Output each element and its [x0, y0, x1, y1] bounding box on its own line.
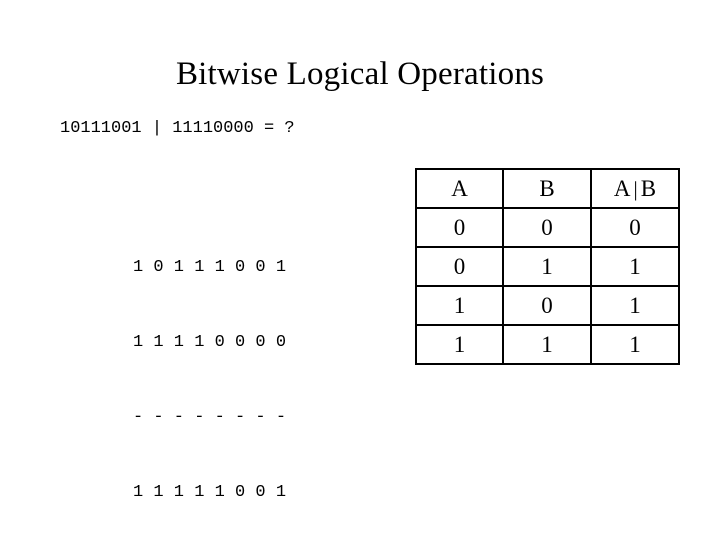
cell-b: 0	[502, 207, 592, 248]
table-header-a: A	[415, 168, 504, 209]
table-header-b: B	[502, 168, 592, 209]
binary-separator-rule: - - - - - - - -	[133, 408, 287, 427]
cell-result: 0	[590, 207, 680, 248]
cell-a: 1	[415, 324, 504, 365]
bitwise-expression: 10111001 | 11110000 = ?	[60, 119, 295, 138]
cell-a: 0	[415, 246, 504, 287]
table-row: 0 0 0	[415, 207, 680, 248]
pipe-icon: |	[633, 176, 638, 201]
cell-result: 1	[590, 246, 680, 287]
binary-operand-2: 1 1 1 1 0 0 0 0	[133, 333, 287, 352]
table-header-row: A B A|B	[415, 168, 680, 209]
table-row: 1 0 1	[415, 285, 680, 326]
truth-table: A B A|B 0 0 0 0 1 1 1 0 1 1 1	[415, 168, 680, 365]
table-header-a-or-b: A|B	[590, 168, 680, 209]
table-header-a-or-b-left: A	[613, 175, 631, 201]
cell-a: 0	[415, 207, 504, 248]
slide-canvas: Bitwise Logical Operations 10111001 | 11…	[60, 56, 680, 502]
cell-b: 1	[502, 324, 592, 365]
table-header-a-or-b-right: B	[640, 175, 657, 201]
cell-b: 0	[502, 285, 592, 326]
table-row: 1 1 1	[415, 324, 680, 365]
binary-column-work: 1 0 1 1 1 0 0 1 1 1 1 1 0 0 0 0 - - - - …	[133, 205, 286, 555]
binary-result: 1 1 1 1 1 0 0 1	[133, 483, 287, 502]
cell-b: 1	[502, 246, 592, 287]
table-row: 0 1 1	[415, 246, 680, 287]
cell-result: 1	[590, 285, 680, 326]
cell-a: 1	[415, 285, 504, 326]
cell-result: 1	[590, 324, 680, 365]
page-title: Bitwise Logical Operations	[175, 56, 545, 93]
binary-operand-1: 1 0 1 1 1 0 0 1	[133, 258, 287, 277]
